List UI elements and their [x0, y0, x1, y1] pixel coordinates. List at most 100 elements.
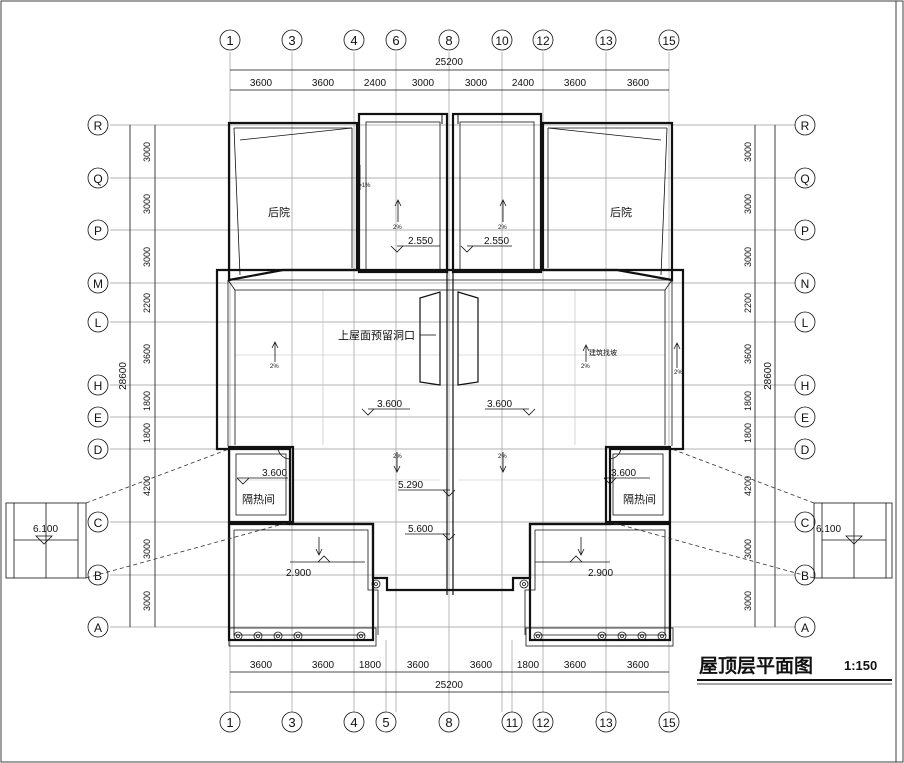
svg-text:H: H [94, 379, 103, 393]
svg-text:Q: Q [93, 172, 102, 186]
svg-text:3000: 3000 [142, 142, 152, 162]
svg-text:3000: 3000 [743, 194, 753, 214]
svg-text:3000: 3000 [142, 591, 152, 611]
elev-courtyard-right: 2.550 [484, 236, 509, 247]
svg-text:2%: 2% [393, 454, 402, 460]
svg-text:N: N [801, 277, 810, 291]
back-courtyard-right [541, 121, 674, 282]
svg-text:3000: 3000 [743, 142, 753, 162]
top-dim-seg: 3600 [627, 78, 650, 89]
svg-text:1800: 1800 [743, 391, 753, 411]
svg-text:2%: 2% [498, 454, 507, 460]
svg-text:3600: 3600 [407, 660, 430, 671]
svg-text:2%: 2% [674, 370, 683, 376]
svg-text:L: L [802, 316, 809, 330]
svg-text:E: E [94, 411, 102, 425]
axis-top-15: 15 [662, 34, 676, 48]
svg-text:E: E [801, 411, 809, 425]
svg-text:3600: 3600 [250, 660, 273, 671]
svg-text:2%: 2% [393, 225, 402, 231]
axis-top-4: 4 [350, 33, 357, 48]
svg-text:1800: 1800 [743, 423, 753, 443]
svg-text:2%: 2% [270, 364, 279, 370]
svg-text:A: A [94, 621, 102, 635]
vertical-grid-lines [229, 52, 670, 712]
svg-text:P: P [94, 224, 102, 238]
svg-text:5: 5 [382, 715, 389, 730]
main-roof-outline [215, 268, 685, 592]
svg-text:28600: 28600 [118, 362, 129, 390]
axis-top-3: 3 [288, 33, 295, 48]
svg-text:3000: 3000 [142, 247, 152, 267]
svg-text:4: 4 [350, 715, 357, 730]
axis-top-6: 6 [392, 33, 399, 48]
svg-text:1800: 1800 [142, 391, 152, 411]
top-dim-seg: 3000 [465, 78, 488, 89]
svg-text:2%: 2% [498, 225, 507, 231]
bottom-total-dim: 25200 [435, 680, 463, 691]
svg-text:8: 8 [445, 715, 452, 730]
svg-text:3600: 3600 [142, 344, 152, 364]
front-roof-right [519, 522, 674, 647]
svg-text:C: C [94, 516, 103, 530]
top-dim-seg: 3600 [250, 78, 273, 89]
svg-text:3000: 3000 [142, 194, 152, 214]
svg-text:2200: 2200 [743, 293, 753, 313]
wing-left-elevation: 6.100 [33, 524, 58, 535]
svg-text:3000: 3000 [142, 539, 152, 559]
svg-text:2200: 2200 [142, 293, 152, 313]
insulation-room-right: 隔热间 [604, 445, 672, 524]
svg-text:R: R [801, 119, 810, 133]
elev-courtyard-left: 2.550 [408, 236, 433, 247]
right-axis-bubbles: R Q P N L H E D C B A [794, 114, 816, 638]
top-dim-seg: 2400 [364, 78, 387, 89]
elev-stair-right: 3.600 [611, 468, 636, 479]
svg-text:C: C [801, 516, 810, 530]
svg-text:3600: 3600 [312, 660, 335, 671]
svg-text:13: 13 [599, 716, 613, 730]
elev-ridge-high: 5.600 [408, 524, 433, 535]
svg-text:B: B [94, 569, 102, 583]
svg-text:R: R [94, 119, 103, 133]
backyard-right-label: 后院 [610, 205, 632, 219]
top-dimensions: 25200 3600 3600 2400 3000 3000 2400 3600… [230, 57, 669, 91]
reserved-opening: 上屋面预留洞口 [338, 291, 479, 386]
bottom-axis-bubbles: 1 3 4 5 8 11 12 13 15 [219, 711, 680, 733]
svg-text:i=1%: i=1% [357, 183, 371, 189]
svg-text:1800: 1800 [142, 423, 152, 443]
svg-text:3: 3 [288, 715, 295, 730]
svg-text:15: 15 [662, 716, 676, 730]
elev-lower-left: 2.900 [286, 568, 311, 579]
reserved-opening-label: 上屋面预留洞口 [338, 329, 415, 342]
axis-top-10: 10 [495, 34, 509, 48]
top-dim-seg: 2400 [512, 78, 535, 89]
svg-text:12: 12 [536, 716, 550, 730]
elev-main-roof-left: 3.600 [377, 399, 402, 410]
elev-main-roof-right: 3.600 [487, 399, 512, 410]
roof-tile-grid [235, 290, 665, 590]
axis-top-1: 1 [226, 33, 233, 48]
svg-text:3000: 3000 [743, 539, 753, 559]
front-roof-left [227, 522, 381, 647]
svg-text:1800: 1800 [517, 660, 540, 671]
side-wing-left: 6.100 [5, 448, 291, 579]
svg-text:L: L [95, 316, 102, 330]
svg-text:D: D [94, 443, 103, 457]
elevation-markers: 2.550 2.550 3.600 3.600 5.290 5.600 3.60… [236, 236, 650, 579]
svg-text:3600: 3600 [470, 660, 493, 671]
svg-text:B: B [801, 569, 809, 583]
top-dim-seg: 3000 [412, 78, 435, 89]
svg-text:P: P [801, 224, 809, 238]
svg-text:3600: 3600 [627, 660, 650, 671]
svg-text:1800: 1800 [359, 660, 382, 671]
axis-top-12: 12 [536, 34, 550, 48]
drawing-title-block: 屋顶层平面图 1:150 [697, 655, 892, 685]
svg-text:D: D [801, 443, 810, 457]
central-light-courts [357, 112, 543, 595]
left-axis-bubbles: R Q P M L H E D C B A [87, 114, 109, 638]
top-axis-bubbles: 1 3 4 6 8 10 12 13 15 [219, 29, 680, 51]
insulation-room-right-label: 隔热间 [623, 493, 656, 506]
slope-note: 建筑找坡 [589, 348, 617, 357]
svg-text:28600: 28600 [763, 362, 774, 390]
